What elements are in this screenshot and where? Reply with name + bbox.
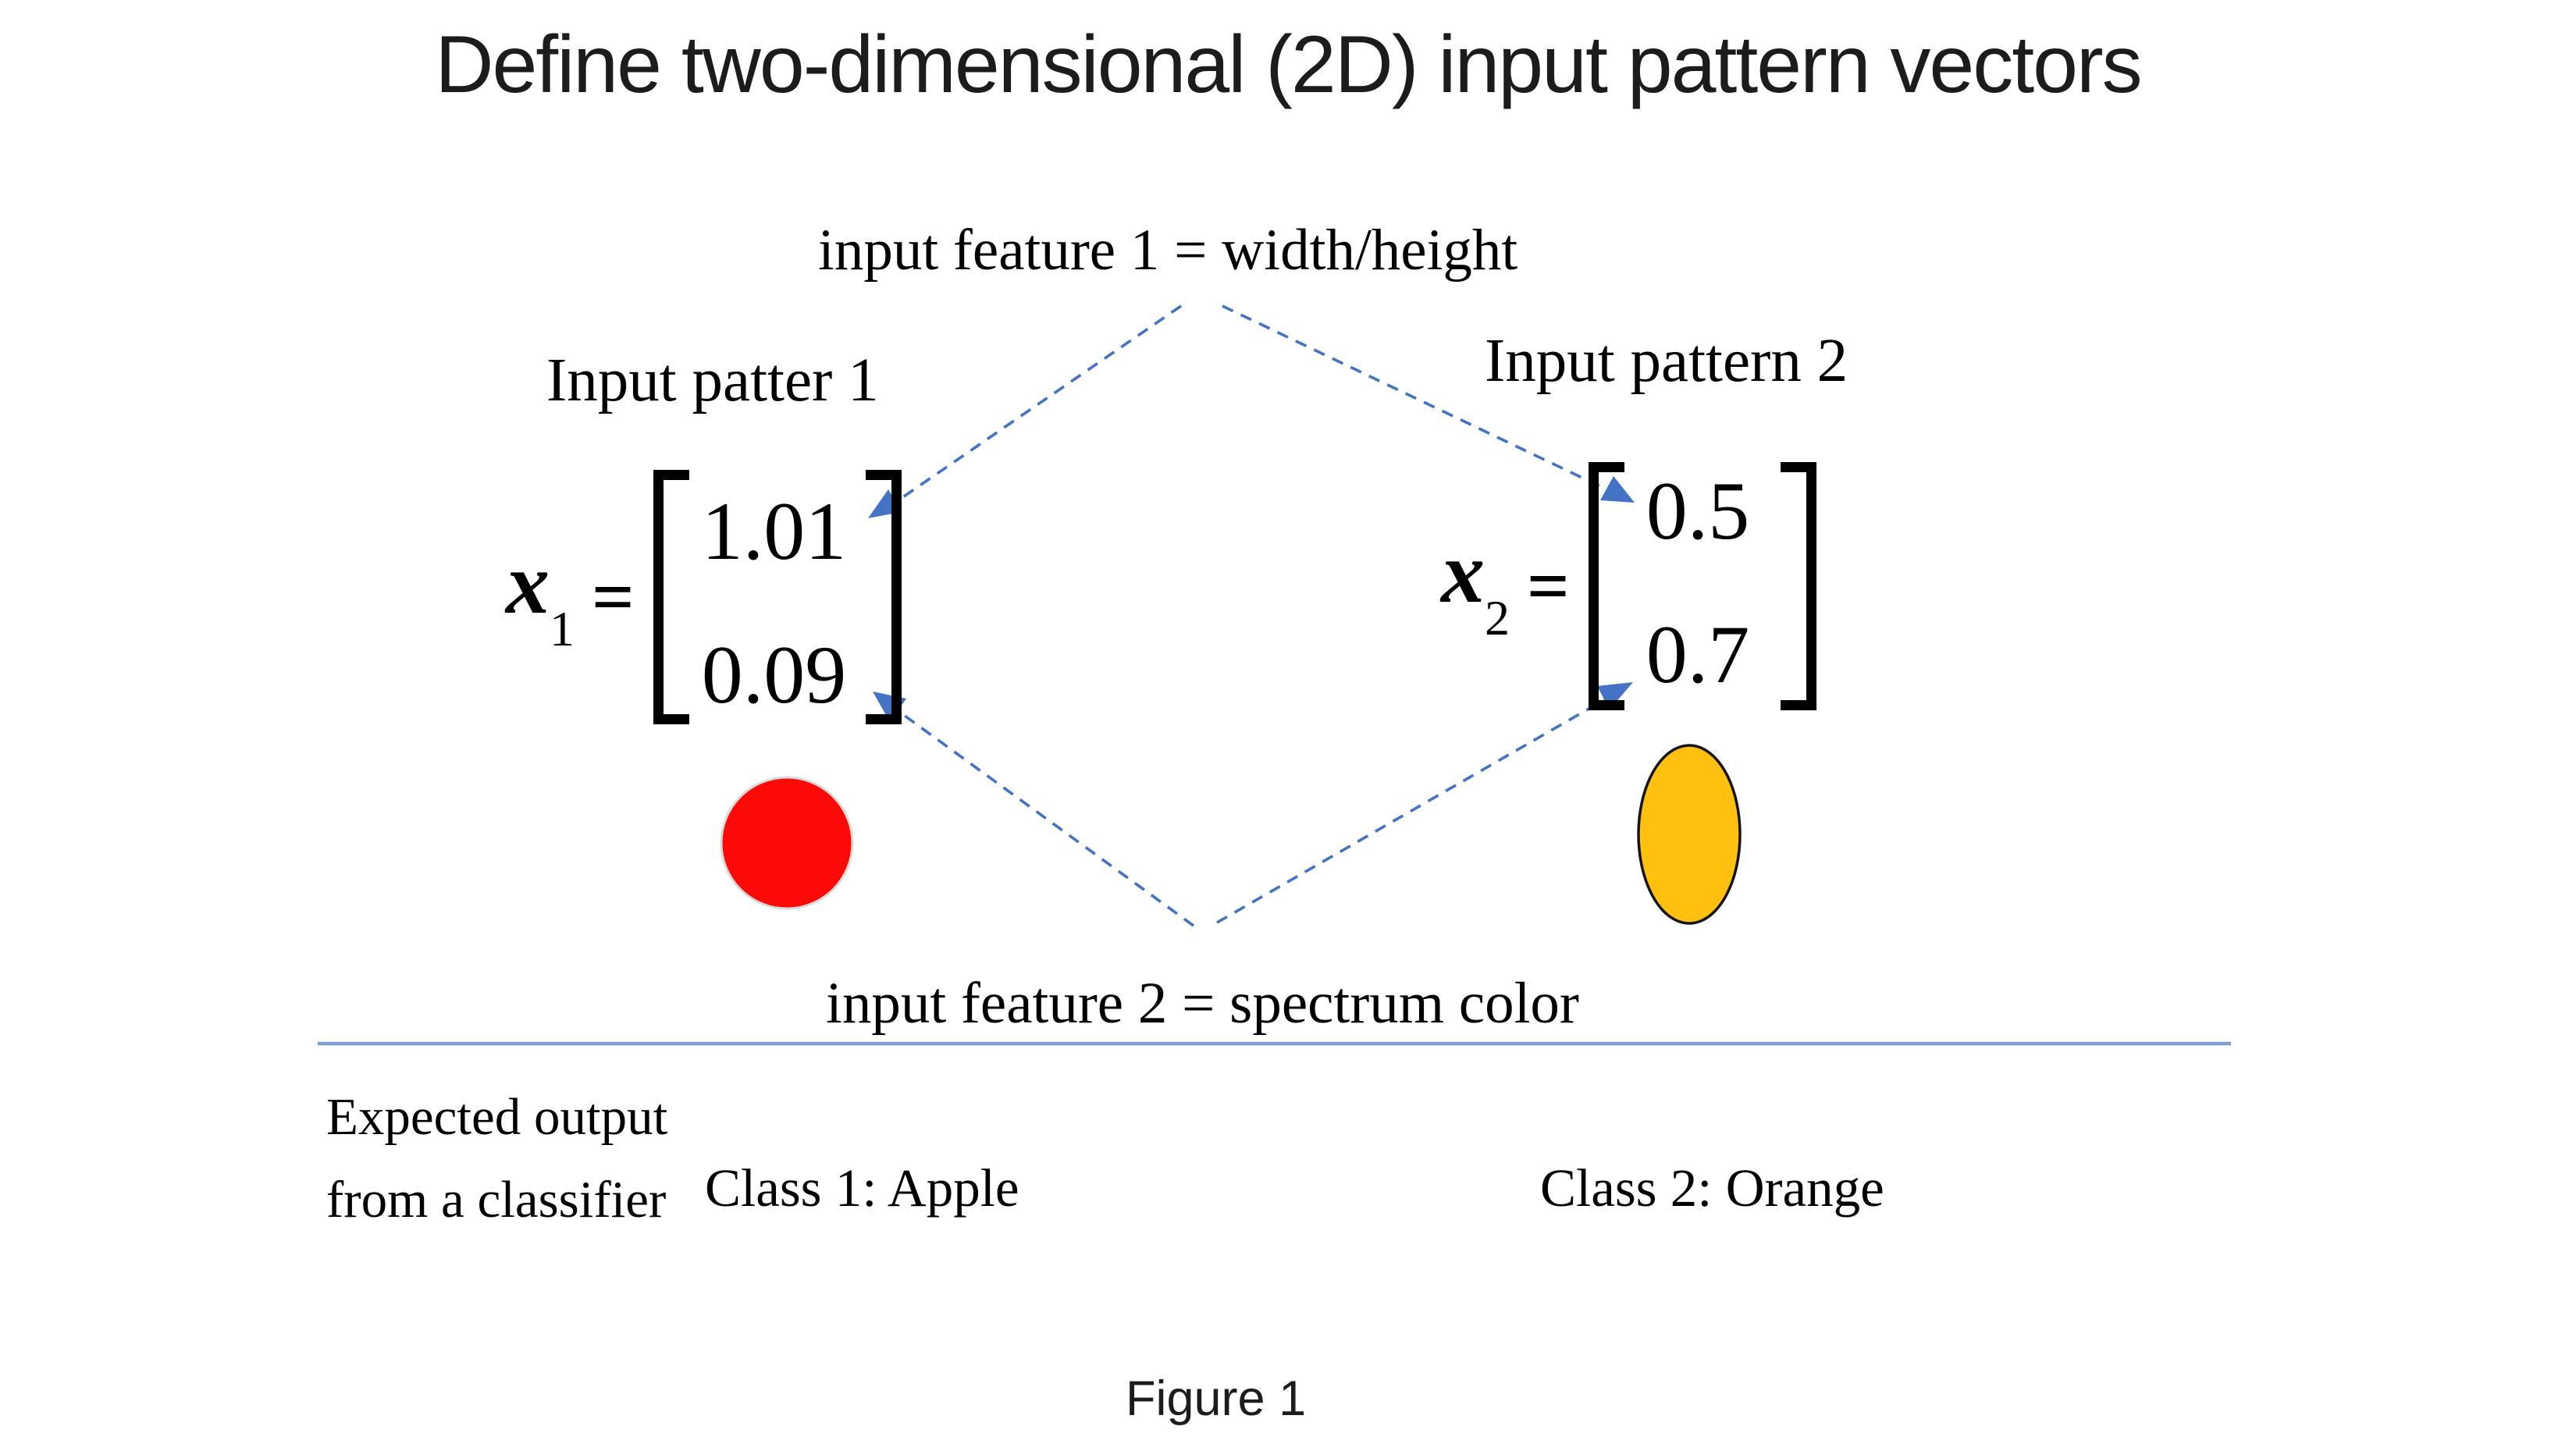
x2-subscript: 2	[1485, 590, 1510, 645]
feature2-label: input feature 2 = spectrum color	[826, 971, 1579, 1036]
vector-x1: x1 = 1.01 0.09	[506, 470, 902, 724]
pattern1-label: Input patter 1	[546, 347, 879, 414]
vector-x2: x2 = 0.5 0.7	[1441, 462, 1816, 710]
dashed-line-feature2-to-x2	[1216, 697, 1607, 924]
x2-equals: =	[1527, 544, 1570, 628]
x1-symbol: x1	[506, 535, 575, 656]
x2-values: 0.5 0.7	[1624, 462, 1781, 710]
x1-equals: =	[592, 555, 635, 638]
slide-title: Define two-dimensional (2D) input patter…	[435, 20, 2142, 110]
class2-label: Class 2: Orange	[1540, 1158, 1884, 1218]
feature1-label: input feature 1 = width/height	[818, 218, 1518, 283]
x1-value-feature2: 0.09	[701, 629, 847, 720]
vector-x1-lhs: x1 =	[506, 540, 653, 654]
pattern2-label: Input pattern 2	[1485, 327, 1848, 395]
dashed-line-feature2-to-x1	[895, 708, 1195, 927]
x1-subscript: 1	[550, 601, 575, 656]
apple-shape	[720, 776, 854, 910]
vector-x2-lhs: x2 =	[1441, 529, 1589, 643]
expected-output-label: Expected output from a classifier	[326, 1088, 668, 1229]
x2-bracket-right-icon	[1780, 462, 1816, 710]
figure-caption: Figure 1	[1126, 1371, 1307, 1426]
x2-bracket-left-icon	[1588, 462, 1624, 710]
x1-bracket-right-icon	[865, 470, 902, 724]
x1-bracket-left-icon	[653, 470, 689, 724]
class1-label: Class 1: Apple	[705, 1158, 1019, 1218]
orange-shape	[1637, 744, 1742, 925]
x2-value-feature1: 0.5	[1646, 465, 1750, 557]
x2-matrix: 0.5 0.7	[1588, 462, 1816, 710]
x2-value-feature2: 0.7	[1646, 609, 1750, 700]
x1-matrix: 1.01 0.09	[653, 470, 902, 724]
dashed-line-feature1-to-x1	[890, 304, 1183, 507]
x2-symbol: x2	[1441, 525, 1510, 645]
x1-values: 1.01 0.09	[689, 470, 866, 724]
x1-value-feature1: 1.01	[701, 485, 847, 577]
